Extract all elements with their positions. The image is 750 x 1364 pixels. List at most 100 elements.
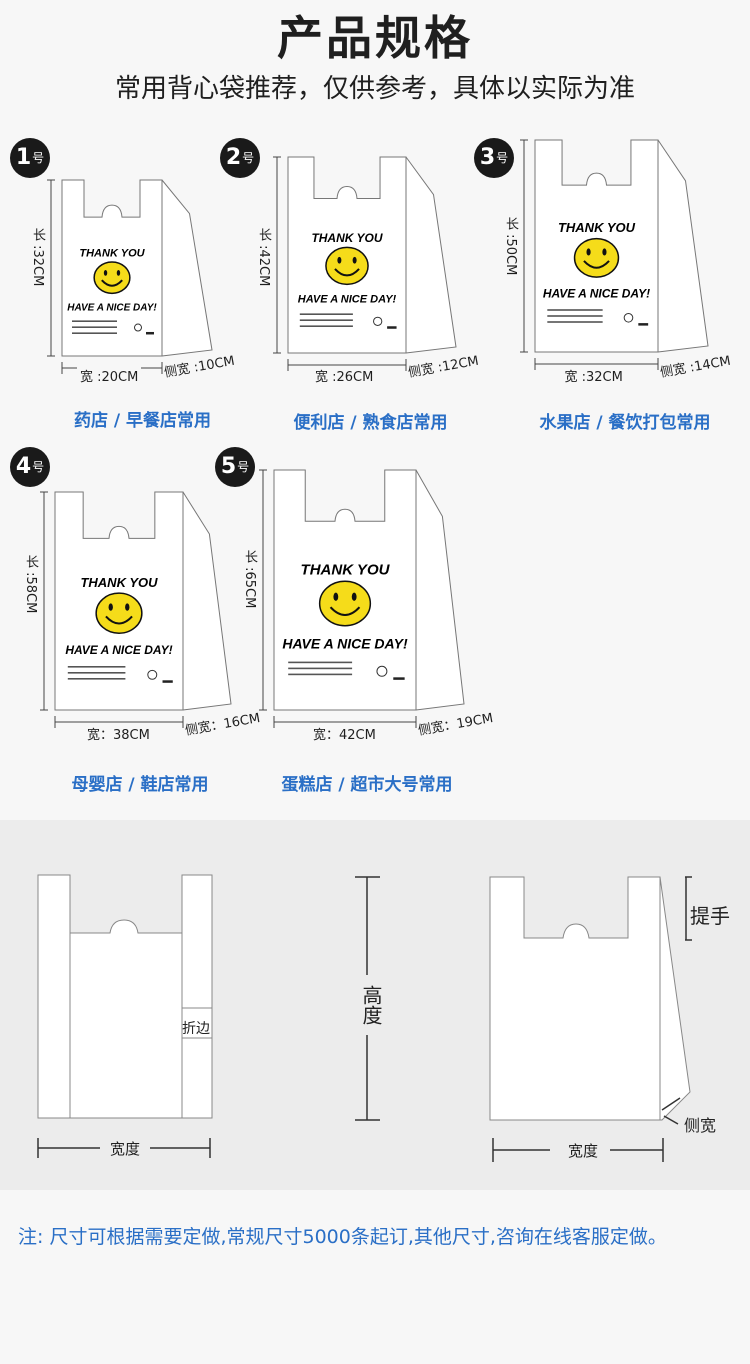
bag-fine-print-line — [288, 667, 353, 670]
smiley-face-icon — [93, 261, 131, 295]
bag-side-panel — [161, 179, 213, 357]
bag-side-panel — [405, 156, 457, 354]
width-label-3d: 宽度 — [568, 1142, 599, 1160]
bag-illustration-2: THANK YOU HAVE A NICE DAY! — [287, 156, 457, 354]
bag-fine-print-line — [67, 666, 126, 668]
bag-fine-print-line — [288, 673, 353, 676]
bag-fine-print-line — [299, 325, 353, 327]
page-subtitle: 常用背心袋推荐，仅供参考，具体以实际为准 — [114, 74, 635, 104]
smiley-eye — [352, 256, 357, 264]
quality-mark-icon — [134, 323, 142, 332]
bag-print-thank-you: THANK YOU — [80, 575, 158, 590]
bag-illustration-1: THANK YOU HAVE A NICE DAY! — [61, 179, 213, 357]
size-number: 3 — [479, 145, 496, 170]
custom-order-note: 注: 尺寸可根据需要定做,常规尺寸5000条起订,其他尺寸,咨询在线客服定做。 — [18, 1226, 667, 1248]
bag-print-bar — [638, 323, 649, 326]
bag-side-panel — [657, 139, 709, 353]
smiley-eye — [108, 603, 113, 611]
bag-fine-print-line — [299, 319, 353, 321]
size-badge-1: 1号 — [10, 138, 50, 178]
bag-length-label: 长 :42CM — [256, 228, 271, 287]
handle-label: 提手 — [690, 904, 730, 928]
bag-print-thank-you: THANK YOU — [558, 220, 636, 235]
bag-dimension-diagram: 折边 宽度 高度 提手 侧宽 宽度 — [0, 820, 750, 1190]
bag-print-bar — [162, 680, 173, 683]
bag-width-label: 宽 :26CM — [312, 366, 377, 385]
bag-fine-print-line — [288, 661, 353, 664]
smiley-eye — [103, 270, 108, 276]
bag-fine-print-line — [299, 313, 353, 315]
smiley-mouth — [105, 615, 133, 625]
bag-width-label: 宽 :20CM — [77, 366, 142, 385]
quality-mark-icon — [147, 669, 158, 680]
bag-use-caption: 便利店 / 熟食店常用 — [293, 413, 448, 433]
size-suffix: 号 — [32, 460, 45, 474]
bag-length-label: 长 :65CM — [242, 550, 257, 609]
bag-print-thank-you: THANK YOU — [301, 561, 391, 578]
width-label: 宽度 — [110, 1140, 141, 1158]
bag-illustration-3: THANK YOU HAVE A NICE DAY! — [534, 139, 709, 353]
smiley-mouth — [583, 260, 610, 269]
diagram-drawing — [37, 874, 692, 1162]
bag-fine-print-line — [547, 309, 603, 311]
side-width-label: 侧宽 — [684, 1116, 717, 1135]
size-number: 2 — [225, 145, 242, 170]
size-suffix: 号 — [237, 460, 250, 474]
smiley-eye — [125, 603, 130, 611]
bag-print-nice-day: HAVE A NICE DAY! — [282, 635, 408, 651]
bag-illustration-5: THANK YOU HAVE A NICE DAY! — [273, 469, 465, 711]
bag-use-caption: 水果店 / 餐饮打包常用 — [539, 413, 711, 433]
bag-length-label: 长 :50CM — [503, 217, 518, 276]
size-number: 5 — [220, 454, 237, 479]
dimension-lines-1 — [47, 179, 163, 374]
bag-fine-print-line — [67, 678, 126, 680]
bag-print-thank-you: THANK YOU — [311, 231, 382, 245]
smiley-eye — [351, 592, 357, 601]
bag-fine-print-line — [72, 326, 117, 328]
bag-width-label: 宽：38CM — [84, 724, 153, 743]
smiley-mouth — [329, 606, 361, 616]
size-suffix: 号 — [242, 151, 255, 165]
smiley-eye — [602, 248, 607, 256]
bag-fine-print-line — [547, 321, 603, 323]
smiley-eye — [333, 592, 339, 601]
dimension-lines-2 — [273, 156, 407, 371]
bag-print-nice-day: HAVE A NICE DAY! — [298, 294, 397, 306]
quality-mark-icon — [623, 312, 634, 323]
bag-print-thank-you: THANK YOU — [79, 247, 145, 259]
quality-mark-icon — [376, 665, 388, 677]
smiley-face-icon — [325, 246, 369, 286]
bag-width-label: 宽：42CM — [310, 724, 379, 743]
size-badge-3: 3号 — [474, 138, 514, 178]
size-suffix: 号 — [32, 151, 45, 165]
smiley-face-icon — [95, 592, 143, 634]
size-suffix: 号 — [496, 151, 509, 165]
size-badge-5: 5号 — [215, 447, 255, 487]
quality-mark-icon — [373, 316, 383, 326]
fold-label: 折边 — [182, 1021, 210, 1037]
bag-print-nice-day: HAVE A NICE DAY! — [67, 303, 157, 314]
smiley-eye — [337, 256, 342, 264]
bag-side-panel — [182, 491, 232, 711]
bag-print-bar — [387, 326, 397, 329]
bag-fine-print-line — [72, 332, 117, 334]
bag-fine-print-line — [547, 315, 603, 317]
bag-print-nice-day: HAVE A NICE DAY! — [65, 643, 172, 657]
bag-use-caption: 母婴店 / 鞋店常用 — [71, 775, 209, 795]
smiley-eye — [586, 248, 591, 256]
dimension-lines-3 — [520, 139, 659, 370]
smiley-face-icon — [573, 237, 620, 278]
page-title: 产品规格 — [277, 11, 473, 65]
bag-print-nice-day: HAVE A NICE DAY! — [543, 286, 650, 300]
bag-print-bar — [146, 331, 154, 335]
smiley-mouth — [334, 268, 360, 277]
bag-use-caption: 蛋糕店 / 超市大号常用 — [281, 775, 453, 795]
dimension-lines-4 — [40, 491, 184, 728]
bag-illustration-4: THANK YOU HAVE A NICE DAY! — [54, 491, 232, 711]
dimension-lines-5 — [259, 469, 417, 728]
bag-print-bar — [393, 677, 405, 680]
size-number: 4 — [15, 454, 32, 479]
bag-fine-print-line — [67, 672, 126, 674]
bag-length-label: 长 :58CM — [23, 555, 38, 614]
size-badge-2: 2号 — [220, 138, 260, 178]
